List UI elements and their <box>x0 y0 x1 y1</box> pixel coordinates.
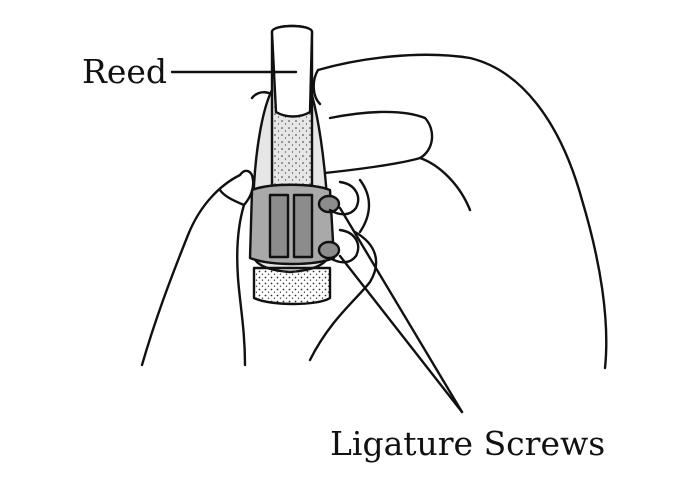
reed-label: Reed <box>82 52 168 91</box>
ligature-rail-right <box>292 193 314 259</box>
screws-leader-line-bottom <box>338 254 464 414</box>
left-hand <box>140 169 255 367</box>
index-finger <box>328 180 360 216</box>
ligature-rail-left <box>268 193 290 259</box>
ligature-screw-top <box>317 194 341 214</box>
ligature-screws-label: Ligature Screws <box>330 424 606 463</box>
screws-leader-line-top <box>338 206 464 414</box>
ligature-screw-bottom <box>317 240 341 260</box>
middle-finger <box>328 228 360 264</box>
cork <box>252 266 332 306</box>
